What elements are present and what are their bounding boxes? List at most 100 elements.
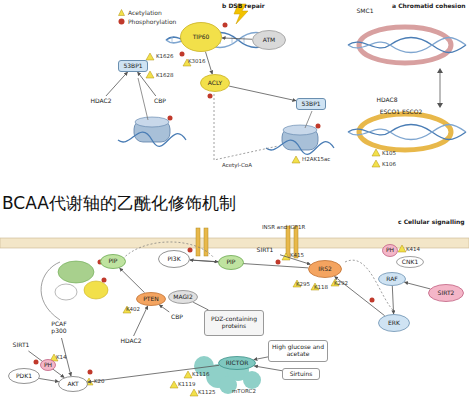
illustration-part <box>243 371 261 389</box>
node-text: SIRT2 <box>438 290 455 297</box>
illustration-part <box>214 94 278 160</box>
node-text: ESCO1 ESCO2 <box>380 109 423 116</box>
illustration-part <box>196 228 200 256</box>
illustration-part <box>244 37 245 43</box>
node-text: PH <box>44 362 52 369</box>
connector-arrow <box>88 365 219 382</box>
ellipse-shape <box>201 75 230 92</box>
text-node: SIRT1 <box>250 244 280 256</box>
residue-label: K3016 <box>188 58 206 64</box>
illustration-part <box>223 23 228 28</box>
illustration-part <box>135 117 169 127</box>
ellipse-shape <box>59 377 88 392</box>
protein-ellipse: PI3K <box>158 250 190 268</box>
ellipse-shape <box>379 273 406 286</box>
illustration-part <box>276 260 281 265</box>
ellipse-shape <box>309 261 342 278</box>
node-text: SIRT1 <box>13 342 30 349</box>
illustration-part <box>172 37 173 43</box>
node-text: 53BP1 <box>123 63 142 70</box>
connector-arrow <box>190 260 308 268</box>
illustration-part <box>41 262 60 320</box>
illustration-part <box>180 52 185 57</box>
text-node: SIRT1 <box>6 340 36 351</box>
connector-arrow <box>106 72 128 96</box>
residue-label: K414 <box>406 246 420 252</box>
illustration-part <box>286 226 290 258</box>
illustration-part <box>372 149 380 156</box>
illustration-part <box>58 261 94 283</box>
protein-ellipse: PIP <box>218 255 244 270</box>
illustration-part <box>204 228 208 256</box>
legend-text: Acetylation <box>128 9 162 16</box>
illustration-part <box>168 116 173 121</box>
illustration-part <box>359 114 451 150</box>
illustration-part <box>184 371 192 378</box>
node-text: PDK1 <box>16 373 32 380</box>
protein-ellipse: RICTOR <box>218 356 256 370</box>
node-text: PDZ-containing proteins <box>205 316 263 329</box>
connector-arrow <box>205 52 212 74</box>
illustration-part <box>170 381 178 388</box>
residue-label: K105 <box>382 150 396 156</box>
node-text: Sirtuins <box>290 371 313 378</box>
illustration-part <box>190 389 198 396</box>
residue-label: H2AK15ac <box>302 156 330 162</box>
residue-label: K402 <box>126 306 140 312</box>
protein-ellipse: IRS2 <box>308 260 342 278</box>
connector-arrow <box>39 378 58 381</box>
text-node: CBP <box>148 96 172 107</box>
text-node: SMC1 <box>352 6 378 17</box>
ellipse-shape <box>379 315 410 332</box>
illustration-part <box>398 245 406 252</box>
residue-label: K1125 <box>198 389 216 395</box>
protein-ellipse: PDK1 <box>8 368 40 384</box>
node-text: CBP <box>154 98 166 105</box>
text-node: HDAC8 <box>372 95 402 105</box>
illustration-part <box>188 248 193 253</box>
residue-label: K292 <box>334 280 348 286</box>
protein-ellipse: ACLY <box>200 74 230 92</box>
protein-ellipse: ERK <box>378 314 410 332</box>
node-text: PTEN <box>143 296 159 303</box>
node-text: TIP60 <box>193 34 210 41</box>
illustration-part <box>208 94 213 99</box>
legend: AcetylationPhosphorylation <box>118 8 176 26</box>
connector-arrow <box>138 72 156 96</box>
residue-label: K118 <box>314 284 328 290</box>
residue-label: K1628 <box>156 72 174 78</box>
panel-heading: c Cellular signalling <box>398 218 465 225</box>
process-box: 53BP1 <box>296 98 326 110</box>
acetylation-symbol <box>119 10 125 16</box>
ellipse-shape <box>41 360 56 371</box>
residue-label: mTORC2 <box>232 388 256 394</box>
illustration-part <box>370 298 375 303</box>
protein-ellipse: RAF <box>378 272 406 286</box>
node-text: HDAC8 <box>376 97 397 104</box>
illustration-part <box>146 71 154 78</box>
node-text: SIRT1 <box>257 247 274 254</box>
ellipse-shape <box>219 357 256 370</box>
illustration-part <box>348 38 466 53</box>
residue-label: INSR and IGF1R <box>262 224 305 230</box>
protein-ellipse: PH <box>382 244 398 257</box>
ellipse-shape <box>219 256 244 270</box>
diagram-title: BCAA代谢轴的乙酰化修饰机制 <box>2 192 236 215</box>
node-text: HDAC2 <box>120 338 141 345</box>
node-text: PH <box>386 247 394 254</box>
node-text: SMC1 <box>357 8 374 15</box>
illustration-part <box>292 156 300 163</box>
connector-arrow <box>254 366 282 371</box>
legend-entry: Acetylation <box>118 8 176 17</box>
illustration-part <box>305 111 312 128</box>
protein-ellipse: PIP <box>100 254 126 269</box>
connector-arrow <box>335 276 385 315</box>
connector-arrow <box>120 268 145 293</box>
legend-entry: Phosphorylation <box>118 17 176 26</box>
residue-label: K1119 <box>178 381 196 387</box>
residue-label: K415 <box>290 252 304 258</box>
legend-text: Phosphorylation <box>128 18 176 25</box>
illustration-part <box>348 125 466 140</box>
node-text: HDAC2 <box>90 98 111 105</box>
